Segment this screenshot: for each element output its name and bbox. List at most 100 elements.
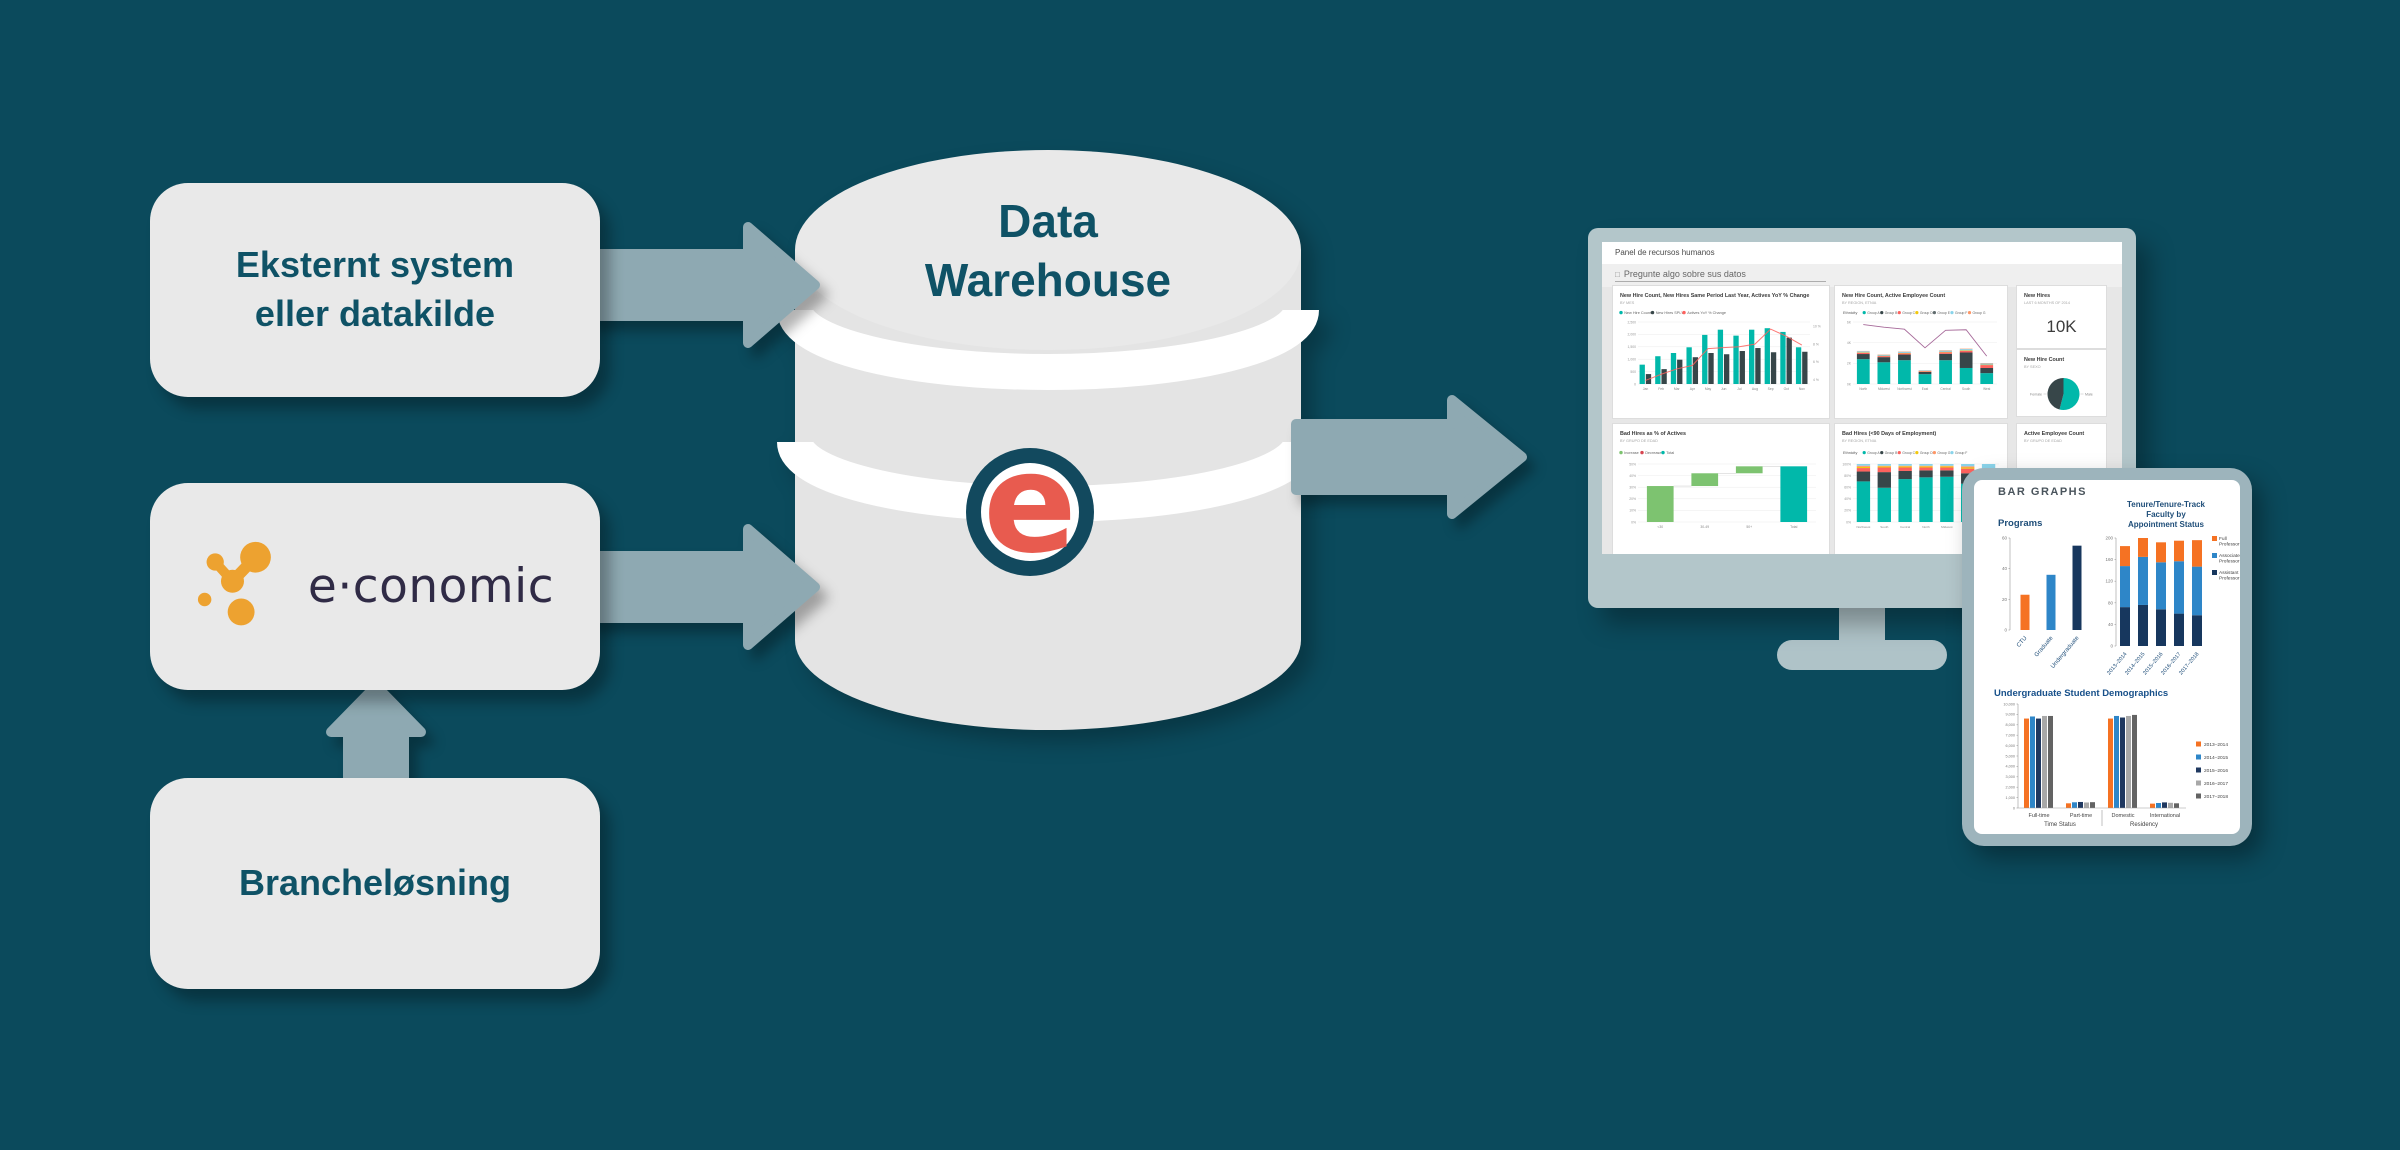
svg-text:Group C: Group C xyxy=(1902,451,1915,455)
svg-text:Group F: Group F xyxy=(1955,451,1967,455)
svg-text:4,000: 4,000 xyxy=(2005,765,2015,769)
svg-text:40: 40 xyxy=(2002,566,2008,571)
svg-text:LAST 6 MONTHS OF 2014: LAST 6 MONTHS OF 2014 xyxy=(2024,301,2070,305)
svg-text:Associate: Associate xyxy=(2219,553,2240,559)
dashboard-titlebar: Panel de recursos humanos xyxy=(1602,242,2122,264)
industry-solution-label: Brancheløsning xyxy=(238,862,512,904)
svg-text:3,000: 3,000 xyxy=(2005,775,2015,779)
svg-text:International: International xyxy=(2150,813,2180,819)
svg-text:Female: Female xyxy=(2030,392,2042,396)
svg-text:Nov: Nov xyxy=(1799,387,1805,391)
svg-text:160: 160 xyxy=(2105,557,2113,562)
svg-text:0: 0 xyxy=(2013,806,2015,810)
arrow-economic-to-warehouse xyxy=(587,524,820,650)
external-label-line2: eller datakilde xyxy=(254,293,496,334)
logo-letter: e xyxy=(983,423,1077,584)
warehouse-title-line1: Data xyxy=(998,195,1098,247)
svg-text:80: 80 xyxy=(2108,600,2114,605)
svg-text:80%: 80% xyxy=(1844,474,1851,478)
svg-text:BY GRUPO DE EDAD: BY GRUPO DE EDAD xyxy=(2024,439,2062,443)
svg-text:Residency: Residency xyxy=(2130,822,2158,828)
qna-box-icon: □ xyxy=(1615,270,1620,279)
svg-text:Group B: Group B xyxy=(1885,451,1898,455)
svg-text:Aug: Aug xyxy=(1752,387,1758,391)
svg-text:0%: 0% xyxy=(1846,520,1851,524)
svg-text:30-49: 30-49 xyxy=(1700,525,1709,529)
warehouse-title-line2: Warehouse xyxy=(924,253,1172,306)
svg-text:Group D: Group D xyxy=(1920,311,1933,315)
svg-text:West: West xyxy=(1983,387,1990,391)
svg-text:Full-time: Full-time xyxy=(2028,813,2049,819)
svg-text:New Hires SPLY: New Hires SPLY xyxy=(1656,311,1684,315)
svg-text:1,500: 1,500 xyxy=(1628,345,1637,349)
svg-text:Programs: Programs xyxy=(1998,518,2042,529)
svg-text:40%: 40% xyxy=(1629,474,1636,478)
warehouse-title: Data Warehouse xyxy=(848,192,1248,310)
svg-text:New Hire Count, Active Employe: New Hire Count, Active Employee Count xyxy=(1842,293,1945,299)
svg-text:Group C: Group C xyxy=(1902,311,1915,315)
svg-text:BY MES: BY MES xyxy=(1620,301,1635,305)
svg-text:Feb: Feb xyxy=(1658,387,1664,391)
svg-text:Midwest: Midwest xyxy=(1941,525,1952,529)
svg-text:2015–2016: 2015–2016 xyxy=(2204,768,2228,774)
svg-text:Domestic: Domestic xyxy=(2112,813,2135,819)
svg-text:10%: 10% xyxy=(1629,509,1636,513)
svg-text:20%: 20% xyxy=(1629,497,1636,501)
svg-text:BY REGION, ETNIA: BY REGION, ETNIA xyxy=(1842,439,1877,443)
svg-text:0: 0 xyxy=(1634,382,1636,386)
svg-text:20%: 20% xyxy=(1844,509,1851,513)
svg-text:Northwest: Northwest xyxy=(1856,525,1870,529)
svg-text:May: May xyxy=(1705,387,1712,391)
arrow-warehouse-to-reports xyxy=(1291,395,1527,519)
svg-text:North: North xyxy=(1922,525,1930,529)
qna-input[interactable]: □Pregunte algo sobre sus datos xyxy=(1615,269,1826,282)
arrow-external-to-warehouse xyxy=(587,222,820,348)
svg-text:Total: Total xyxy=(1666,451,1674,455)
svg-text:Apr: Apr xyxy=(1690,387,1696,391)
arrow-industry-to-economic xyxy=(326,681,426,789)
svg-text:Group G: Group G xyxy=(1937,451,1950,455)
svg-text:Graduate: Graduate xyxy=(2034,635,2055,659)
svg-text:BY SEXO: BY SEXO xyxy=(2024,365,2041,369)
svg-text:Undergraduate Student Demograp: Undergraduate Student Demographics xyxy=(1994,688,2168,699)
monitor-screen: Panel de recursos humanos □Pregunte algo… xyxy=(1602,242,2122,554)
svg-text:6,000: 6,000 xyxy=(2005,744,2015,748)
svg-text:2K: 2K xyxy=(1847,362,1852,366)
svg-text:8 %: 8 % xyxy=(1813,342,1819,346)
svg-text:10 %: 10 % xyxy=(1813,325,1821,329)
svg-text:40%: 40% xyxy=(1844,497,1851,501)
tablet-report-title: BAR GRAPHS xyxy=(1998,486,2087,498)
svg-text:Assistant: Assistant xyxy=(2219,570,2239,576)
svg-text:2016–2017: 2016–2017 xyxy=(2204,781,2228,787)
svg-text:50%: 50% xyxy=(1629,462,1636,466)
svg-text:0K: 0K xyxy=(1847,382,1852,386)
svg-text:Professor: Professor xyxy=(2219,559,2240,565)
svg-text:500: 500 xyxy=(1630,370,1636,374)
svg-text:40: 40 xyxy=(2108,622,2114,627)
svg-text:2014–2015: 2014–2015 xyxy=(2204,755,2228,761)
undergrad-grouped-chart: Undergraduate Student Demographics01,000… xyxy=(1994,688,2228,828)
svg-text:North: North xyxy=(1859,387,1867,391)
svg-text:Decrease: Decrease xyxy=(1645,451,1661,455)
svg-text:Central: Central xyxy=(1900,525,1910,529)
svg-text:200: 200 xyxy=(2105,536,2113,541)
svg-text:Faculty by: Faculty by xyxy=(2146,510,2186,519)
svg-text:New Hire Count: New Hire Count xyxy=(1624,311,1652,315)
svg-text:50+: 50+ xyxy=(1746,525,1752,529)
svg-text:Active Employee Count: Active Employee Count xyxy=(2024,431,2084,437)
svg-text:BY REGION, ETNIA: BY REGION, ETNIA xyxy=(1842,301,1877,305)
svg-text:South: South xyxy=(1962,387,1971,391)
svg-text:Group A: Group A xyxy=(1867,311,1880,315)
svg-text:Jun: Jun xyxy=(1721,387,1727,391)
svg-text:2017–2018: 2017–2018 xyxy=(2204,794,2228,800)
external-system-label: Eksternt system eller datakilde xyxy=(236,241,514,338)
qna-placeholder: Pregunte algo sobre sus datos xyxy=(1623,269,1746,279)
svg-text:1,000: 1,000 xyxy=(1628,358,1637,362)
svg-text:Group G: Group G xyxy=(1973,311,1986,315)
svg-text:2,000: 2,000 xyxy=(2005,786,2015,790)
tablet-screen xyxy=(1974,480,2240,834)
svg-text:9,000: 9,000 xyxy=(2005,713,2015,717)
